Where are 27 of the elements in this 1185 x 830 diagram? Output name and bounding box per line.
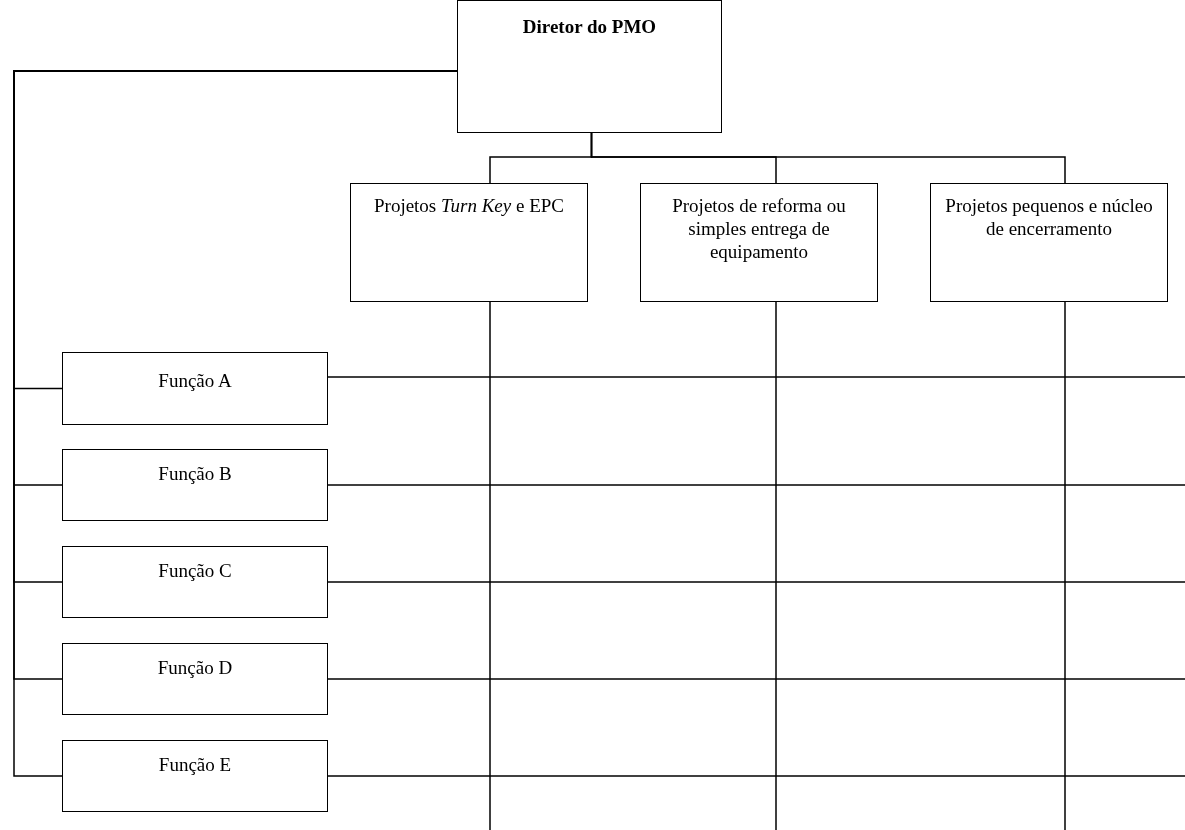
function-label: Função D <box>157 656 233 679</box>
connector-line <box>590 132 1066 184</box>
director-box <box>457 0 722 133</box>
connector-line <box>327 581 1185 583</box>
function-label: Função A <box>158 369 232 392</box>
connector-line <box>489 301 491 830</box>
project-label: Projetos pequenos e núcleo de encerramento <box>944 194 1154 240</box>
function-label: Função E <box>158 753 232 776</box>
function-box <box>62 449 328 521</box>
connector-line <box>327 775 1185 777</box>
function-box <box>62 740 328 812</box>
function-label: Função C <box>158 559 232 582</box>
function-box <box>62 546 328 618</box>
connector-line <box>327 484 1185 486</box>
connector-line <box>1064 301 1066 830</box>
connector-line <box>327 678 1185 680</box>
director-title: Diretor do PMO <box>522 15 657 38</box>
function-label: Função B <box>158 462 232 485</box>
project-box <box>930 183 1168 302</box>
project-box <box>350 183 588 302</box>
project-label: Projetos de reforma ou simples entrega de equipamento <box>671 194 847 263</box>
project-box <box>640 183 878 302</box>
connector-line <box>775 301 777 830</box>
project-label: Projetos Turn Key e EPC <box>374 194 564 217</box>
function-box <box>62 643 328 715</box>
function-box <box>62 352 328 425</box>
connector-line <box>327 376 1185 378</box>
